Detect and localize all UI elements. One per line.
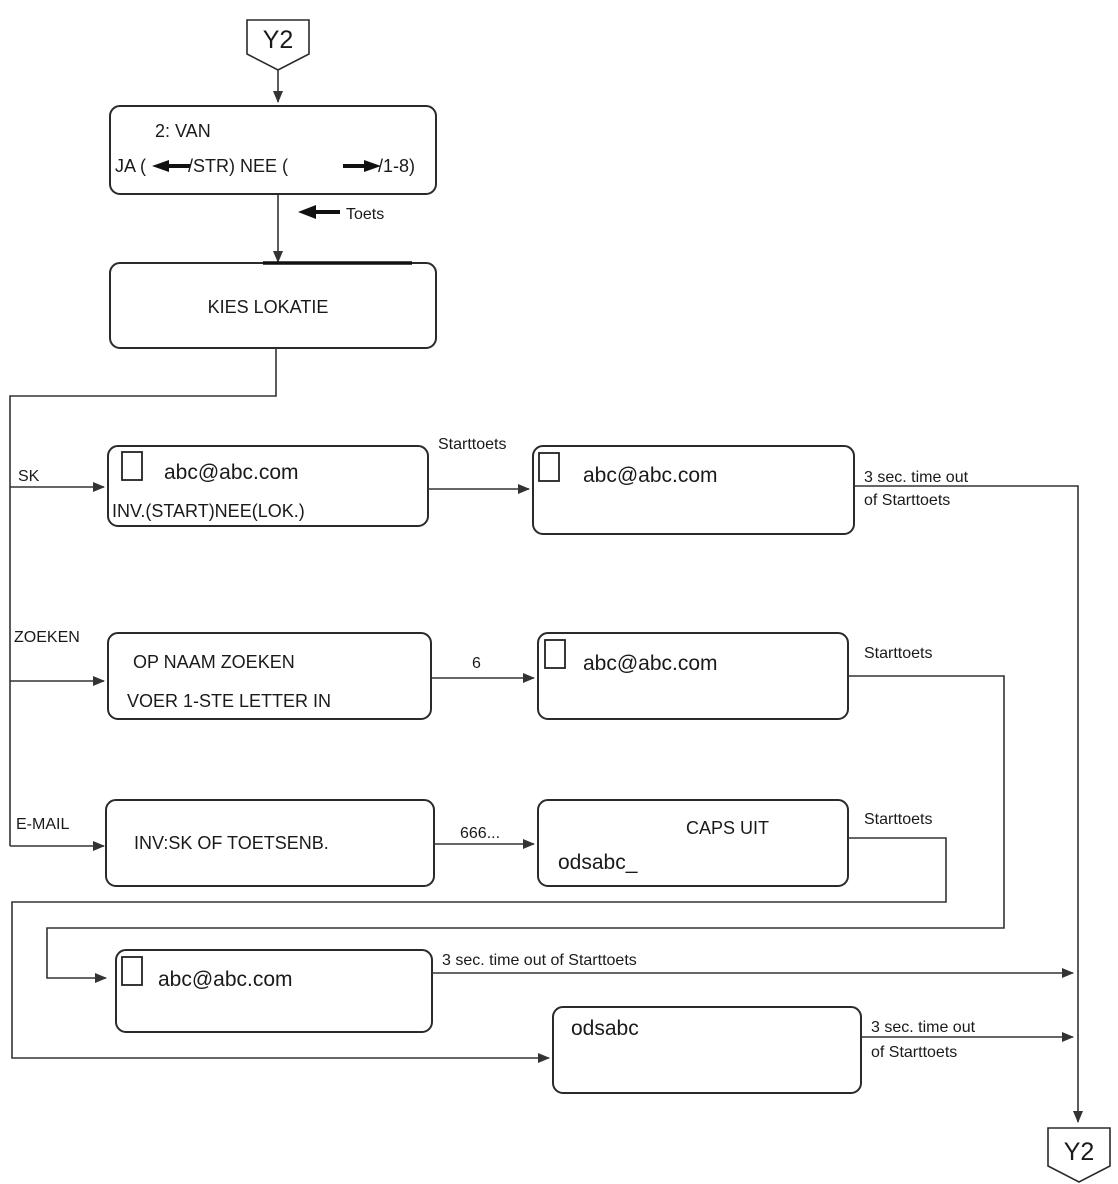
connector-bottom-label: Y2 — [1064, 1138, 1095, 1166]
box-van-line2a: JA ( — [115, 156, 146, 176]
connector-top-label: Y2 — [263, 26, 294, 54]
branch-label-email: E-MAIL — [16, 816, 69, 833]
box-sk: abc@abc.com INV.(START)NEE(LOK.) — [107, 445, 429, 527]
box-zoeken: OP NAAM ZOEKEN VOER 1-STE LETTER IN — [107, 632, 432, 720]
box-sk-line2: INV.(START)NEE(LOK.) — [112, 501, 305, 521]
box-email-input: CAPS UIT odsabc_ — [537, 799, 849, 887]
branch-label-zoeken: ZOEKEN — [14, 629, 80, 646]
box-final-address: abc@abc.com — [115, 949, 433, 1033]
document-icon — [538, 452, 560, 482]
document-icon — [544, 639, 566, 669]
box-van-line2c: /1-8) — [378, 156, 415, 176]
key-label: Toets — [346, 206, 384, 223]
left-arrow-icon — [298, 205, 340, 219]
box-kies-text: KIES LOKATIE — [208, 297, 329, 317]
box-email: INV:SK OF TOETSENB. — [105, 799, 435, 887]
label-timeout-ods-2: of Starttoets — [871, 1044, 957, 1061]
box-sk-line1: abc@abc.com — [164, 461, 299, 484]
box-final-ods: odsabc — [552, 1006, 862, 1094]
arrow-zoeken-to-final — [46, 675, 1005, 983]
box-kies-lokatie: KIES LOKATIE — [109, 261, 437, 349]
label-timeout-ods-1: 3 sec. time out — [871, 1019, 976, 1036]
label-timeout-sk-2: of Starttoets — [864, 492, 950, 509]
label-timeout-sk-1: 3 sec. time out — [864, 469, 969, 486]
label-key-6: 6 — [472, 655, 481, 672]
box-van-line2b: /STR) NEE ( — [188, 156, 288, 176]
left-arrow-icon — [152, 160, 190, 172]
box-email-text: INV:SK OF TOETSENB. — [134, 833, 329, 853]
connector-top: Y2 — [246, 19, 310, 71]
document-icon — [121, 451, 143, 481]
document-icon — [121, 956, 143, 986]
box-van: 2: VAN JA ( /STR) NEE ( /1-8) — [109, 105, 437, 195]
key-indicator: Toets — [298, 205, 384, 223]
box-zoeken-result-text: abc@abc.com — [583, 652, 718, 675]
label-starttoets-sk: Starttoets — [438, 436, 506, 453]
box-zoeken-line1: OP NAAM ZOEKEN — [133, 652, 295, 672]
right-arrow-icon — [343, 160, 381, 172]
trunk-line — [9, 348, 277, 846]
box-van-line1: 2: VAN — [155, 121, 211, 141]
label-starttoets-zoeken: Starttoets — [864, 645, 932, 662]
arrow-sk-to-y2 — [854, 485, 1083, 1123]
label-timeout-address: 3 sec. time out of Starttoets — [442, 952, 637, 969]
label-key-666: 666... — [460, 825, 500, 842]
box-zoeken-line2: VOER 1-STE LETTER IN — [127, 691, 331, 711]
box-sk-result: abc@abc.com — [532, 445, 855, 535]
box-final-address-text: abc@abc.com — [158, 968, 293, 991]
box-sk-result-text: abc@abc.com — [583, 464, 718, 487]
arrow-email-to-final — [11, 837, 947, 1063]
box-email-caps: CAPS UIT — [686, 818, 769, 838]
box-zoeken-result: abc@abc.com — [537, 632, 849, 720]
label-starttoets-email: Starttoets — [864, 811, 932, 828]
box-email-input-text: odsabc_ — [558, 851, 638, 874]
branch-label-sk: SK — [18, 468, 40, 485]
box-final-ods-text: odsabc — [571, 1017, 639, 1040]
connector-bottom: Y2 — [1047, 1127, 1111, 1183]
